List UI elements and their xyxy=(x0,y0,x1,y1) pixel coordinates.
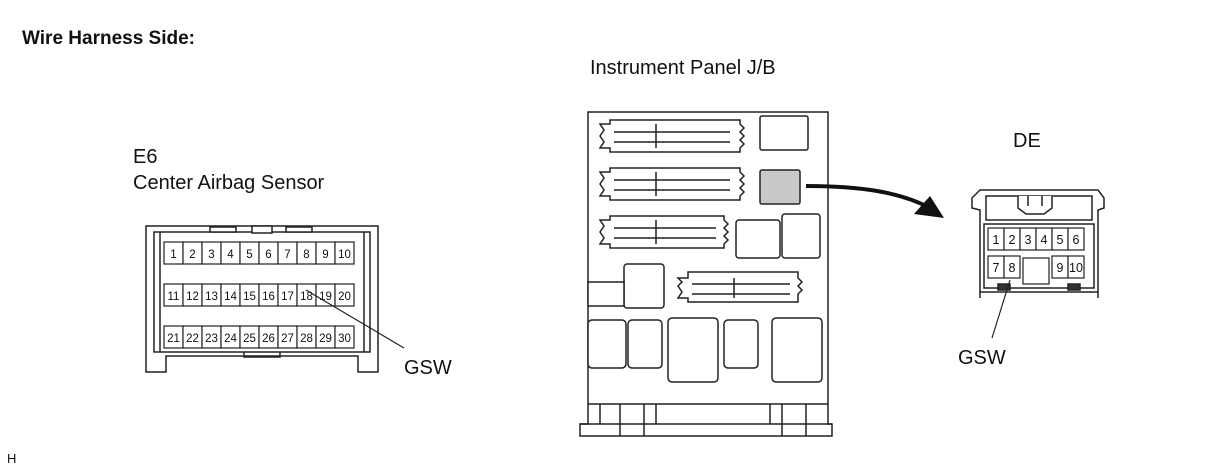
e6-pin-label: 12 xyxy=(186,291,199,303)
de-pin-label: 1 xyxy=(993,233,1000,247)
e6-pin-label: 23 xyxy=(205,333,218,345)
de-connector-code: DE xyxy=(1013,130,1041,152)
e6-pin-label: 17 xyxy=(281,291,294,303)
de-pin-label: 4 xyxy=(1041,233,1048,247)
de-pin-label: 2 xyxy=(1009,233,1016,247)
e6-pin-label: 9 xyxy=(322,249,328,261)
e6-pin-label: 18 xyxy=(300,291,313,303)
e6-pin-label: 22 xyxy=(186,333,199,345)
e6-pin-label: 27 xyxy=(281,333,294,345)
e6-pin-label: 8 xyxy=(303,249,309,261)
e6-pin-label: 6 xyxy=(265,249,271,261)
footer-code: H xyxy=(7,451,17,466)
junction-block xyxy=(579,111,833,437)
e6-pin-label: 26 xyxy=(262,333,275,345)
e6-pin-label: 21 xyxy=(167,333,180,345)
de-pin-label: 7 xyxy=(993,261,1000,275)
e6-pin-label: 30 xyxy=(338,333,351,345)
de-pin-cell xyxy=(1067,255,1085,279)
de-pin-label: 9 xyxy=(1057,261,1064,275)
e6-pin-label: 13 xyxy=(205,291,218,303)
arrow-head-icon xyxy=(914,196,944,218)
e6-pin-label: 20 xyxy=(338,291,351,303)
e6-pin-label: 2 xyxy=(189,249,195,261)
e6-pin-label: 10 xyxy=(338,249,351,261)
de-pin-label: 10 xyxy=(1069,261,1083,275)
de-pin-label: 3 xyxy=(1025,233,1032,247)
de-pin-cell xyxy=(1067,227,1085,251)
page-title: Wire Harness Side: xyxy=(22,28,196,49)
de-pin-label: 5 xyxy=(1057,233,1064,247)
e6-pin-label: 29 xyxy=(319,333,332,345)
de-pin-label: 8 xyxy=(1009,261,1016,275)
e6-pin-label: 7 xyxy=(284,249,290,261)
highlighted-connector-de xyxy=(759,169,801,205)
de-pin-cell xyxy=(1003,255,1021,279)
e6-pin-label: 15 xyxy=(243,291,256,303)
de-gsw-leader xyxy=(991,279,1011,339)
arrow-to-de xyxy=(805,184,931,210)
de-gsw-callout: GSW xyxy=(958,347,1006,369)
e6-gsw-callout: GSW xyxy=(404,357,452,379)
e6-pin-label: 16 xyxy=(262,291,275,303)
e6-connector-code: E6 xyxy=(133,146,158,168)
e6-pin-label: 28 xyxy=(300,333,313,345)
e6-pin-cell xyxy=(334,325,355,349)
e6-pin-label: 1 xyxy=(170,249,176,261)
e6-pin-label: 11 xyxy=(168,291,180,303)
e6-pin-label: 14 xyxy=(224,291,237,303)
e6-pin-label: 3 xyxy=(208,249,214,261)
e6-pin-label: 24 xyxy=(224,333,237,345)
de-key-cavity xyxy=(1022,257,1050,285)
e6-pin-label: 5 xyxy=(246,249,252,261)
e6-pin-cell xyxy=(334,241,355,265)
e6-connector-name: Center Airbag Sensor xyxy=(133,172,325,194)
e6-pin-cell xyxy=(334,283,355,307)
de-pin-label: 6 xyxy=(1073,233,1080,247)
e6-gsw-leader xyxy=(305,289,405,349)
e6-pin-label: 25 xyxy=(243,333,256,345)
junction-block-label: Instrument Panel J/B xyxy=(590,57,776,79)
e6-pin-label: 4 xyxy=(227,249,234,261)
